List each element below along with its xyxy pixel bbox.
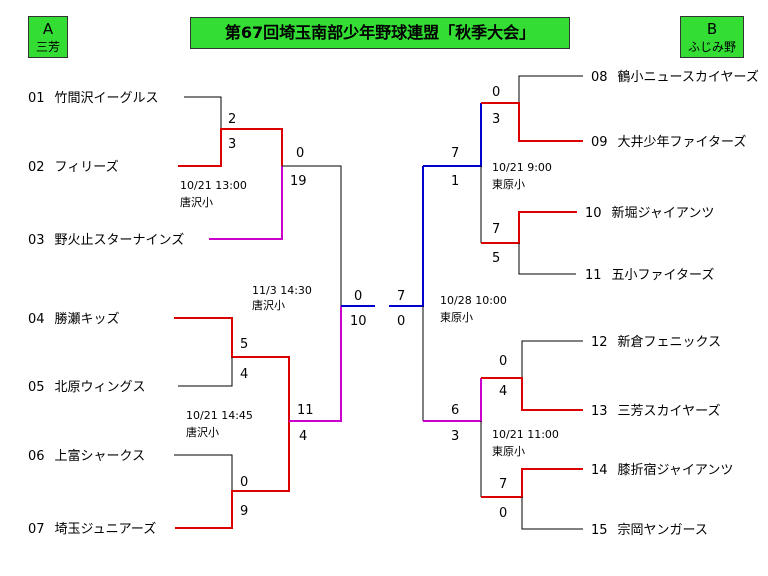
score-b-final-upper: 7 — [397, 289, 405, 304]
match-info: 10/21 13:00 唐沢小 11/3 14:30 唐沢小 10/21 14:… — [180, 161, 559, 458]
block-b-letter: B — [706, 20, 718, 38]
line-team07-winner — [175, 421, 290, 529]
score-a-top-lower: 19 — [290, 174, 307, 189]
line-team03-winner — [209, 166, 283, 240]
info-b1-venue: 東原小 — [492, 178, 525, 191]
tournament-title: 第67回埼玉南部少年野球連盟「秋季大会」 — [224, 23, 536, 42]
score-07: 9 — [240, 504, 248, 519]
block-a-name: 三芳 — [35, 40, 60, 54]
score-b-bottom-lower: 3 — [451, 429, 459, 444]
info-a2-venue: 唐沢小 — [252, 298, 285, 312]
line-a-top-to-final — [282, 165, 342, 306]
block-b-label: B ふじみ野 — [680, 16, 744, 58]
score-15: 0 — [499, 506, 507, 521]
tournament-title-banner: 第67回埼玉南部少年野球連盟「秋季大会」 — [190, 17, 570, 49]
line-team15 — [521, 497, 583, 530]
info-a1-date: 10/21 13:00 — [180, 179, 247, 192]
info-b2-date: 10/28 10:00 — [440, 294, 507, 307]
score-01: 2 — [228, 112, 236, 127]
info-a3-venue: 唐沢小 — [186, 425, 219, 439]
score-a-top-upper: 0 — [296, 146, 304, 161]
line-team11 — [518, 243, 576, 275]
line-team01 — [184, 96, 222, 129]
info-b1-date: 10/21 9:00 — [492, 161, 552, 174]
score-a-bottom-upper: 11 — [297, 403, 314, 418]
score-b-bottom-upper: 6 — [451, 403, 459, 418]
line-team08 — [518, 75, 583, 103]
line-team10-winner — [481, 211, 577, 244]
score-02: 3 — [228, 137, 236, 152]
scores: 2 3 0 19 5 4 0 9 11 4 0 10 7 0 0 3 7 1 7… — [228, 85, 507, 521]
score-a-bottom-lower: 4 — [299, 429, 307, 444]
line-team06 — [174, 454, 233, 491]
block-a-label: A 三芳 — [28, 16, 68, 58]
score-10: 7 — [492, 222, 500, 237]
score-12: 0 — [499, 354, 507, 369]
line-team02-winner — [178, 128, 283, 167]
score-b-final-lower: 0 — [397, 314, 405, 329]
score-08: 0 — [492, 85, 500, 100]
line-team13-winner — [481, 377, 583, 411]
score-06: 0 — [240, 475, 248, 490]
block-a-letter: A — [42, 20, 54, 38]
info-a3-date: 10/21 14:45 — [186, 409, 253, 422]
score-b-top-lower: 1 — [451, 174, 459, 189]
score-04: 5 — [240, 337, 248, 352]
line-team14-winner — [481, 468, 583, 498]
line-team09-winner — [481, 102, 583, 142]
block-b-name: ふじみ野 — [687, 40, 736, 54]
line-b-final — [389, 166, 424, 307]
score-09: 3 — [492, 112, 500, 127]
score-a-final-lower: 10 — [350, 314, 367, 329]
score-11: 5 — [492, 251, 500, 266]
line-a-bottom-to-final — [289, 306, 342, 422]
info-b3-date: 10/21 11:00 — [492, 428, 559, 441]
info-b2-venue: 東原小 — [440, 311, 473, 324]
score-a-final-upper: 0 — [354, 289, 362, 304]
score-14: 7 — [499, 477, 507, 492]
bracket-lines — [174, 75, 583, 530]
score-b-top-upper: 7 — [451, 146, 459, 161]
info-b3-venue: 東原小 — [492, 445, 525, 458]
info-a1-venue: 唐沢小 — [180, 195, 213, 209]
info-a2-date: 11/3 14:30 — [252, 284, 312, 297]
line-team12 — [521, 340, 583, 378]
score-05: 4 — [240, 367, 248, 382]
line-team05 — [178, 357, 233, 387]
score-13: 4 — [499, 384, 507, 399]
